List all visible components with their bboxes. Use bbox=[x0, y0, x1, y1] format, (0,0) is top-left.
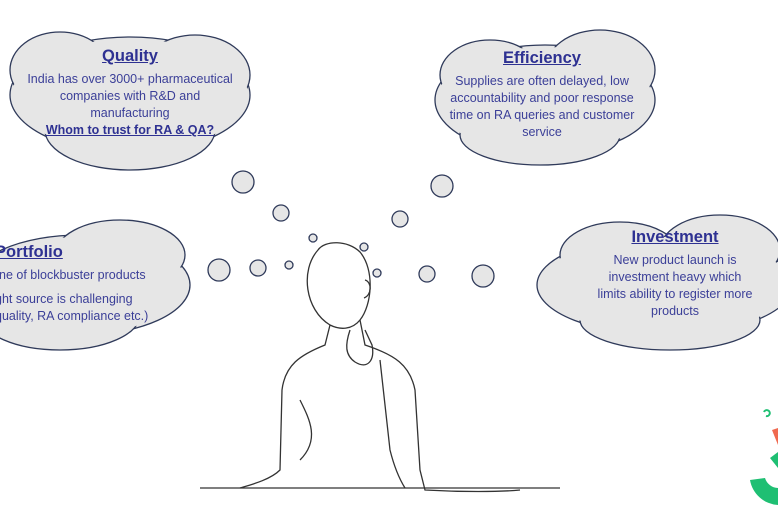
quality-emphasis: Whom to trust for RA & QA? bbox=[45, 123, 215, 137]
cloud-portfolio bbox=[0, 219, 191, 351]
efficiency-line: service bbox=[522, 125, 562, 139]
quality-cloud-text: Quality India has over 3000+ pharmaceuti… bbox=[10, 48, 250, 139]
company-logo bbox=[750, 409, 778, 505]
investment-cloud-text: Investment New product launch is investm… bbox=[570, 229, 778, 320]
efficiency-line: time on RA queries and customer bbox=[449, 108, 635, 122]
cloud-quality bbox=[9, 31, 251, 171]
portfolio-line: ne of blockbuster products bbox=[0, 268, 146, 282]
portfolio-line: ght source is challenging bbox=[0, 292, 133, 306]
investment-title: Investment bbox=[631, 228, 719, 246]
investment-line: products bbox=[651, 304, 699, 318]
quality-title: Quality bbox=[102, 47, 158, 65]
investment-line: New product launch is bbox=[613, 253, 737, 267]
quality-line: companies with R&D and bbox=[59, 89, 201, 103]
quality-line: India has over 3000+ pharmaceutical bbox=[27, 72, 233, 86]
efficiency-title: Efficiency bbox=[503, 49, 581, 67]
efficiency-line: Supplies are often delayed, low bbox=[455, 74, 629, 88]
portfolio-cloud-text: Portfolio ne of blockbuster products ght… bbox=[0, 244, 155, 325]
efficiency-cloud-text: Efficiency Supplies are often delayed, l… bbox=[432, 50, 652, 141]
cloud-investment bbox=[536, 214, 778, 351]
thought-bubbles bbox=[207, 170, 495, 288]
efficiency-line: accountability and poor response bbox=[450, 91, 634, 105]
portfolio-line: quality, RA compliance etc.) bbox=[0, 309, 149, 323]
investment-line: investment heavy which bbox=[608, 270, 742, 284]
portfolio-title: Portfolio bbox=[0, 243, 63, 261]
quality-line: manufacturing bbox=[90, 106, 170, 120]
cloud-efficiency bbox=[434, 29, 656, 166]
investment-line: limits ability to register more bbox=[597, 287, 753, 301]
thinking-person-line-art bbox=[200, 242, 560, 493]
